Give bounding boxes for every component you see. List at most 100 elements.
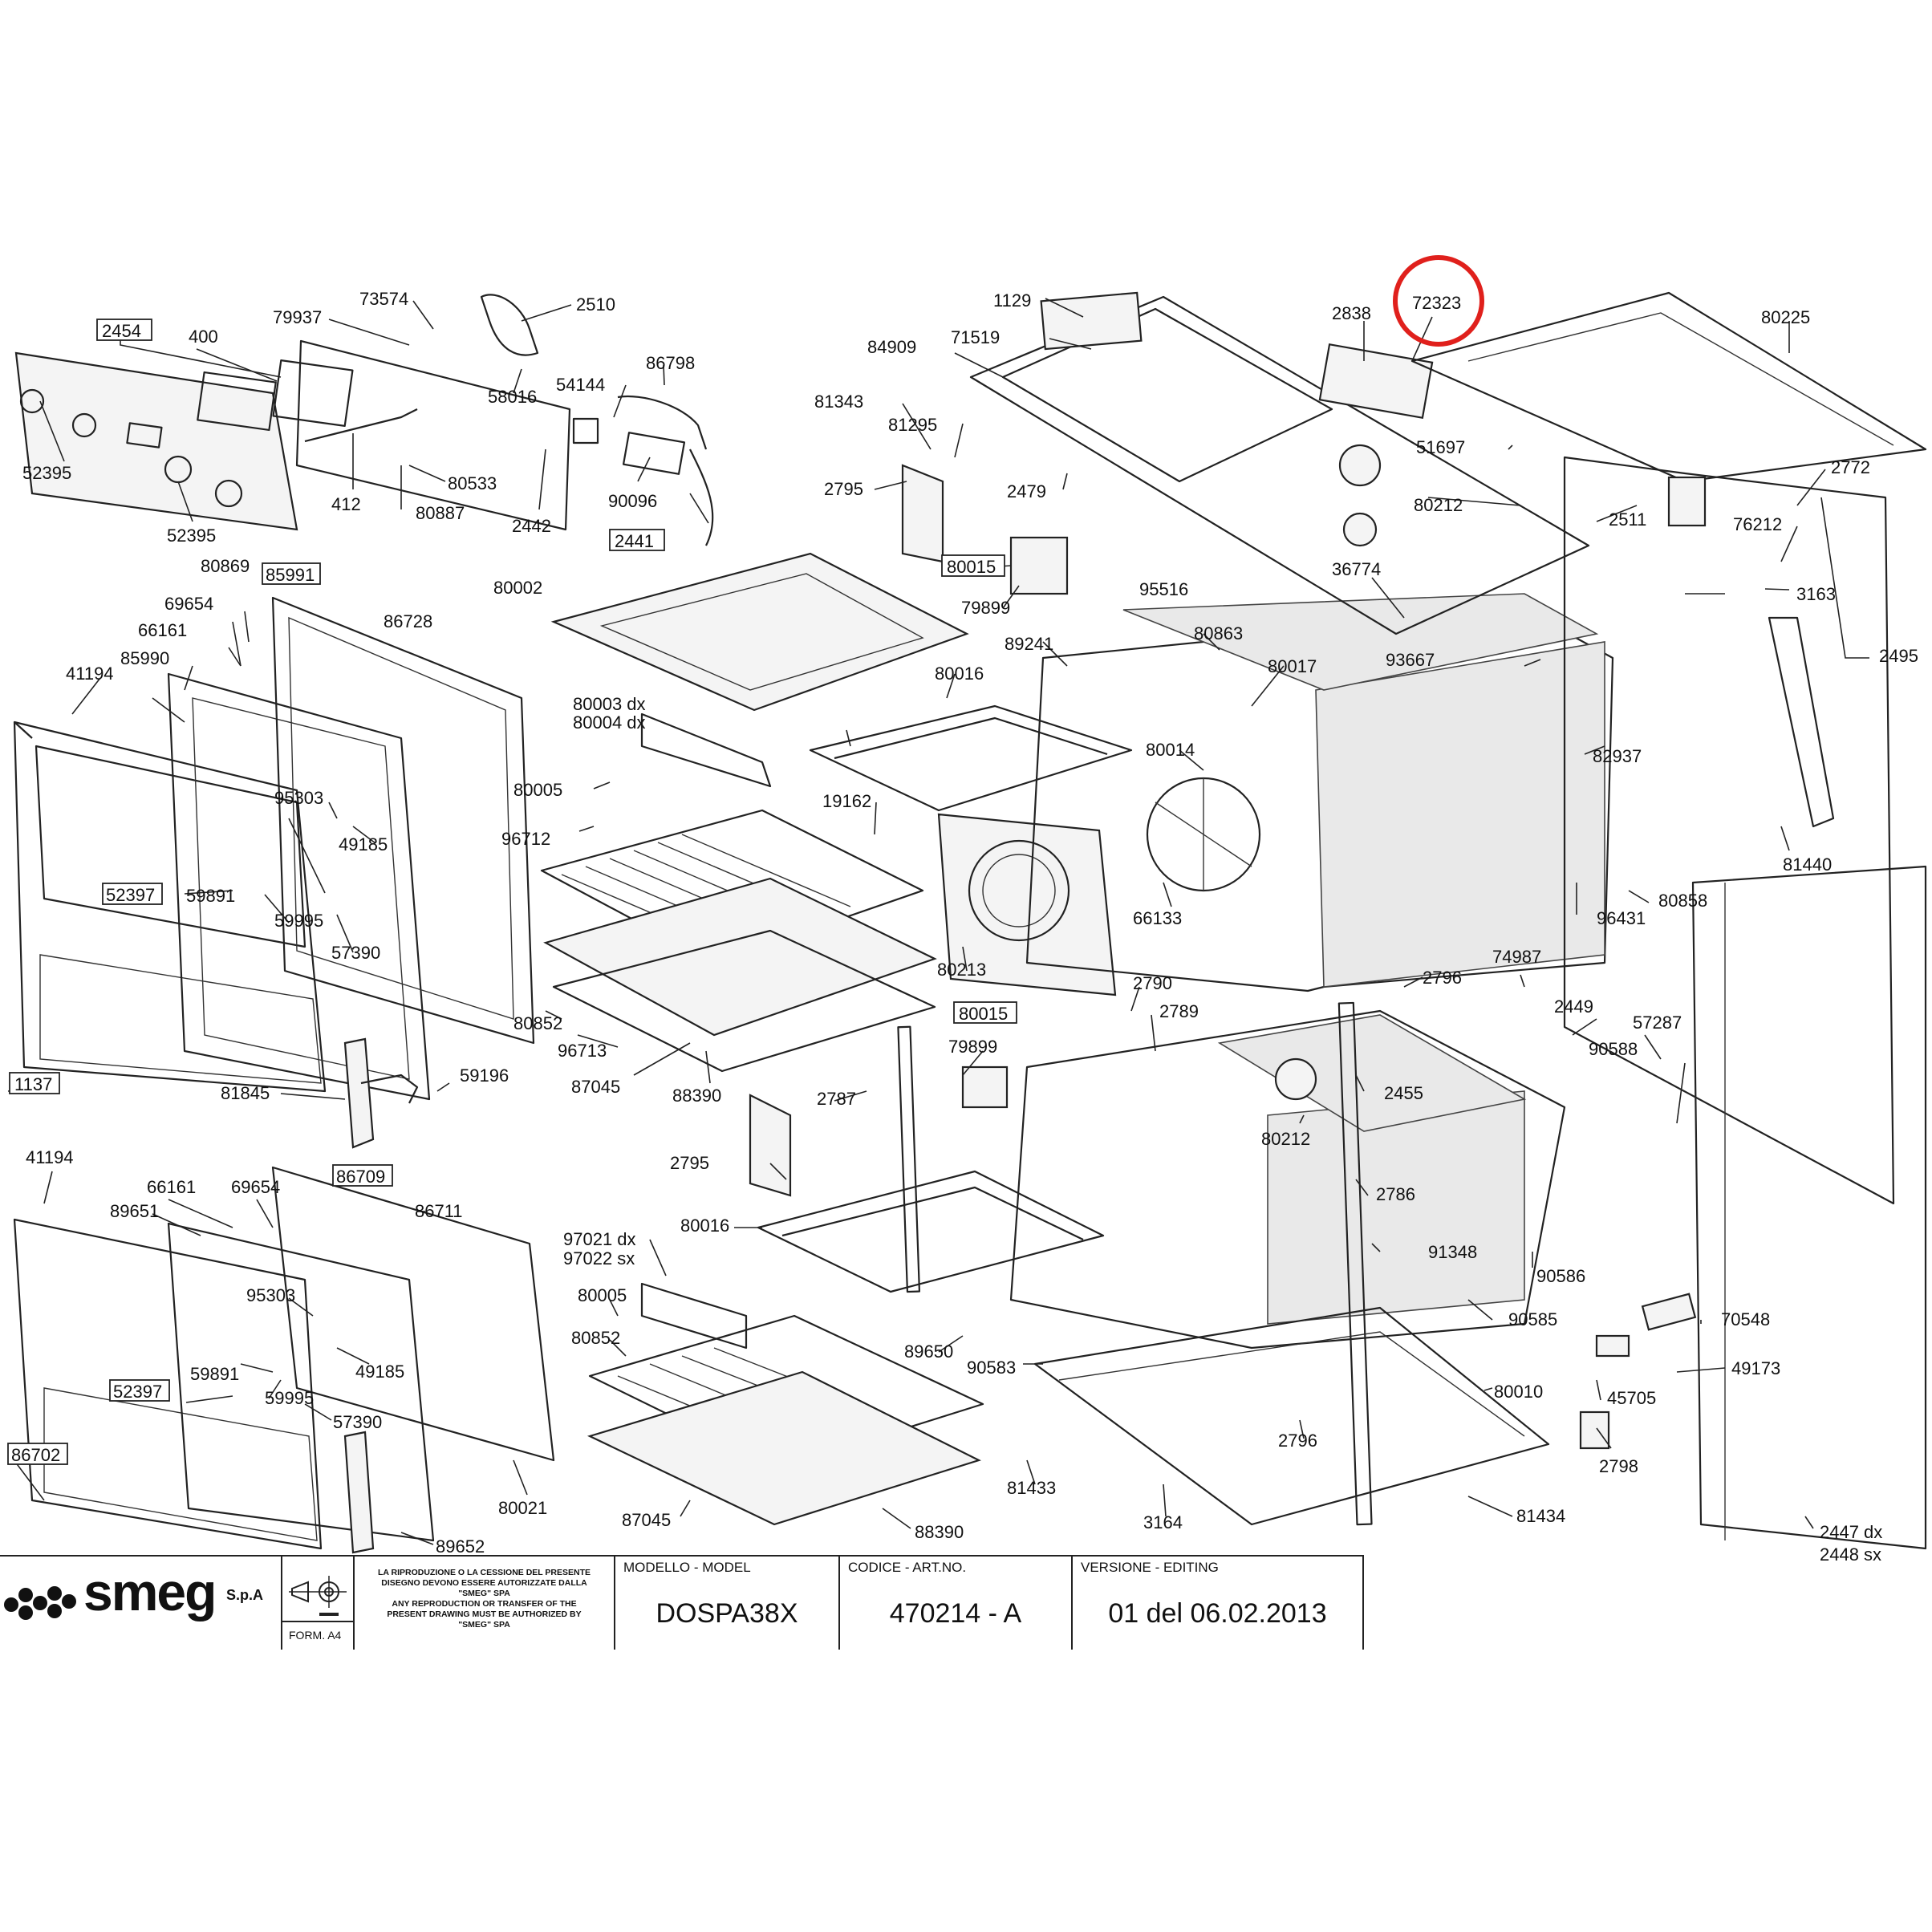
label-66133: 66133 [1133,908,1182,928]
label-69654-top: 69654 [164,594,213,614]
label-87045-bottom: 87045 [622,1510,671,1530]
model-caption: MODELLO - MODEL [623,1560,751,1575]
label-90096: 90096 [608,491,657,511]
label-2495: 2495 [1879,646,1918,666]
label-80003-dx: 80003 dx [573,694,646,714]
lower-grill-tray [586,1370,981,1526]
label-96431: 96431 [1597,908,1646,928]
form-cell: FORM. A4 [281,1555,353,1650]
label-2772: 2772 [1831,457,1870,477]
label-2795-bottom: 2795 [670,1153,709,1173]
label-57287: 57287 [1633,1013,1682,1033]
label-86728: 86728 [384,611,432,631]
label-80005-bottom: 80005 [578,1285,627,1305]
label-80014: 80014 [1146,740,1195,760]
label-89241: 89241 [1005,634,1053,654]
label-80533: 80533 [448,473,497,493]
label-52395-bottom: 52395 [167,526,216,546]
form-size: FORM. A4 [289,1629,342,1642]
smeg-logo-icon [4,1586,76,1620]
label-80010: 80010 [1494,1382,1543,1402]
projection-symbol-icon [289,1576,347,1616]
label-2455: 2455 [1384,1083,1423,1103]
label-88390-top: 88390 [672,1086,721,1106]
label-72323: 72323 [1412,293,1461,313]
model-value: DOSPA38X [656,1598,798,1629]
svg-text:2441: 2441 [615,531,654,551]
label-59891-bottom: 59891 [190,1364,239,1384]
notice-cell: LA RIPRODUZIONE O LA CESSIONE DEL PRESEN… [353,1555,614,1650]
label-49173: 49173 [1731,1358,1780,1378]
label-71519: 71519 [951,327,1000,347]
label-66161-bottom: 66161 [147,1177,196,1197]
label-85991: 85991 [262,562,321,585]
label-52397-bottom: 52397 [109,1379,170,1402]
label-59995-bottom: 59995 [265,1388,314,1408]
label-52395-top: 52395 [22,463,71,483]
rear-top-plate [1410,291,1927,483]
label-412: 412 [331,494,361,514]
label-2789: 2789 [1159,1001,1199,1021]
label-80212-top: 80212 [1414,495,1463,515]
label-80015-mid: 80015 [953,1001,1017,1024]
label-86709: 86709 [332,1164,393,1187]
label-59995-top: 59995 [274,911,323,931]
svg-text:52397: 52397 [113,1382,162,1402]
label-93667: 93667 [1386,650,1435,670]
label-3163: 3163 [1796,584,1836,604]
label-81295: 81295 [888,415,937,435]
label-2795-top: 2795 [824,479,863,499]
version-cell: VERSIONE - EDITING 01 del 06.02.2013 [1071,1555,1364,1650]
label-2798: 2798 [1599,1456,1638,1476]
label-80869: 80869 [201,556,250,576]
code-cell: CODICE - ART.NO. 470214 - A [838,1555,1071,1650]
label-97022-sx: 97022 sx [563,1248,635,1268]
label-2448-sx: 2448 sx [1820,1544,1881,1565]
label-90583: 90583 [967,1358,1016,1378]
display-module [272,359,354,428]
label-69654-bottom: 69654 [231,1177,280,1197]
version-value: 01 del 06.02.2013 [1108,1598,1327,1629]
label-1129: 1129 [993,290,1031,310]
lower-heating-element [757,1170,1105,1293]
label-2787: 2787 [817,1089,856,1109]
label-51697: 51697 [1416,437,1465,457]
label-79937: 79937 [273,307,322,327]
label-2790: 2790 [1133,973,1172,993]
label-73574: 73574 [359,289,408,309]
label-81440: 81440 [1783,854,1832,875]
upper-heating-element [809,704,1133,812]
label-89651: 89651 [110,1201,159,1221]
label-80863: 80863 [1194,623,1243,643]
label-74987: 74987 [1492,947,1541,967]
label-76212: 76212 [1733,514,1782,534]
label-80858: 80858 [1658,891,1707,911]
label-57390-top: 57390 [331,943,380,963]
svg-text:80015: 80015 [947,557,996,577]
lower-door-glass-inner [271,1166,555,1462]
label-79899-mid: 79899 [948,1037,997,1057]
title-block: smeg S.p.A FORM. A4 LA RIPRODUZIONE O LA… [0,1555,1364,1650]
label-2449: 2449 [1554,996,1593,1017]
label-36774: 36774 [1332,559,1381,579]
label-86798: 86798 [646,353,695,373]
label-96713: 96713 [558,1041,607,1061]
label-2454: 2454 [96,319,152,341]
label-41194-top: 41194 [66,664,114,684]
label-86702: 86702 [7,1443,68,1465]
label-80004-dx: 80004 dx [573,712,646,733]
svg-text:85991: 85991 [266,565,315,585]
lower-door-frame [167,1222,435,1542]
logo-cell: smeg S.p.A [0,1555,281,1650]
lower-cavity [1009,1009,1566,1350]
label-59196: 59196 [460,1065,509,1086]
brand-suffix: S.p.A [226,1587,264,1603]
label-90586: 90586 [1536,1266,1585,1286]
label-80016-bottom: 80016 [680,1216,729,1236]
label-88390-bottom: 88390 [915,1522,964,1542]
fan-cover [937,813,1117,996]
label-66161-top: 66161 [138,620,187,640]
copyright-notice: LA RIPRODUZIONE O LA CESSIONE DEL PRESEN… [377,1568,591,1630]
svg-text:52397: 52397 [106,885,155,905]
